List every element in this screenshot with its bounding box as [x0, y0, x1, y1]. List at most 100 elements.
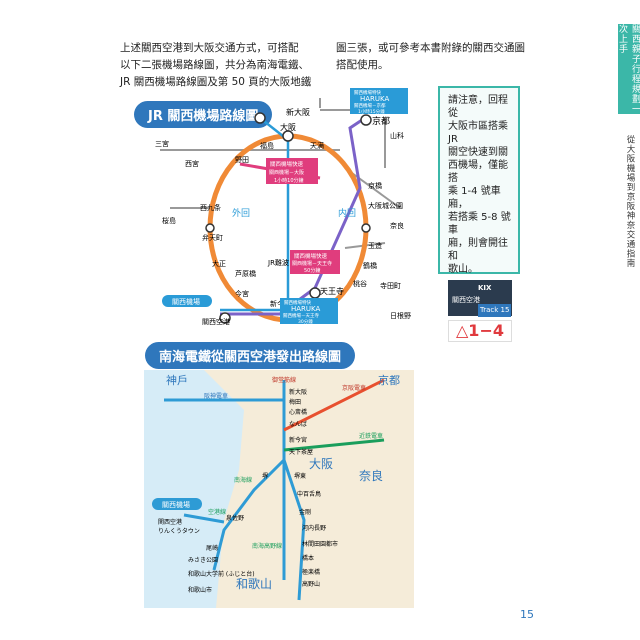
station-label: 山科: [390, 131, 404, 140]
line-label: 京阪電車: [342, 384, 366, 392]
line-label: 御堂筋線: [272, 376, 296, 384]
station-label: 河内長野: [302, 524, 326, 532]
station-label: 福島: [260, 141, 274, 150]
rapid-box-text: 關西機場快速: [270, 160, 304, 168]
station-label: 大阪: [280, 122, 296, 132]
station-label: 新今宮: [289, 436, 307, 444]
koya-line: [282, 459, 306, 601]
region-label: 京都: [378, 373, 400, 387]
station-label: 高野山: [302, 580, 320, 588]
note-line: 關空快速到關: [448, 147, 508, 158]
haruka-line: [220, 116, 366, 316]
station-label: 大阪城公園: [368, 201, 403, 210]
intro-text-right: 圖三張，或可參考本書附錄的關西交通圖 搭配使用。: [336, 40, 536, 74]
region-label: 和歌山: [236, 576, 272, 591]
station-label: 心斎橋: [289, 408, 307, 416]
airport-line: [183, 513, 225, 524]
haruka-box: [280, 298, 338, 324]
haruka-box-text: 30分鐘: [298, 318, 313, 325]
keihan-line: [283, 378, 385, 432]
intro-line: 圖三張，或可參考本書附錄的關西交通圖: [336, 42, 525, 54]
station-label: りんくうタウン: [158, 527, 200, 535]
station-label: 玉造: [368, 241, 382, 250]
loop-direction-label: 内回: [338, 207, 356, 219]
station-label: 野田: [235, 156, 249, 164]
station-label: 桜島: [162, 216, 176, 225]
intro-line: 以下二張機場路線圖，共分為南海電鐵、: [120, 59, 309, 71]
station-label: 三宮: [155, 139, 169, 148]
station-marker: [254, 112, 266, 124]
haruka-box-text: 關西機場－天王寺: [283, 312, 319, 319]
station-label: 天满: [310, 141, 324, 150]
page-number: 15: [520, 608, 534, 621]
intro-line: JR 關西機場路線圖及第 50 頁的大阪地鐵: [120, 76, 312, 88]
station-marker: [205, 223, 215, 233]
station-label: 和歌山市: [188, 586, 212, 594]
rapid-box: [266, 158, 318, 184]
note-line: 西機場，僅能搭: [448, 160, 508, 184]
jr-map-title: JR 關西機場路線圖: [134, 101, 273, 128]
station-label: 泉佐野: [226, 514, 244, 522]
station-label: 關西空港: [202, 317, 230, 326]
station-label: 弁天町: [202, 233, 223, 242]
haruka-box-text: 關西機場特快: [354, 89, 381, 96]
line-label: 近鉄電車: [359, 432, 383, 440]
haruka-box-text: 1小時15分鐘: [358, 108, 385, 115]
haruka-box-text: HARUKA: [360, 95, 390, 103]
region-label: 大阪: [309, 457, 333, 471]
rapid-box-text: 關西機場－天王寺: [292, 260, 332, 267]
rapid-box-text: 50分鐘: [304, 267, 320, 274]
station-label: 関西空港: [158, 518, 182, 526]
chapter-tab[interactable]: 關西親子行程規劃一次上手: [617, 24, 640, 114]
station-label: 堺東: [294, 472, 306, 480]
airport-badge-text: 關西機場: [172, 297, 200, 306]
intro-text: 上述關西空港到大阪交通方式，可搭配 以下二張機場路線圖，共分為南海電鐵、 JR …: [120, 40, 520, 91]
nankai-map-title: 南海電鐵從關西空港發出路線圖: [145, 342, 356, 369]
intro-line: 搭配使用。: [336, 59, 389, 71]
station-label: 桃谷: [353, 279, 367, 288]
intro-line: 上述關西空港到大阪交通方式，可搭配: [120, 42, 299, 54]
station-label: 大正: [212, 259, 226, 268]
rapid-box-text: 關西機場快速: [294, 252, 328, 260]
station-label: 京都: [372, 115, 390, 127]
platform-sign-photo: KIX 關西空港 Track 15: [448, 280, 512, 317]
airport-badge: [152, 498, 202, 510]
station-label: 天下茶屋: [289, 448, 313, 456]
airport-badge: [162, 295, 212, 307]
loop-direction-label: 外回: [232, 207, 250, 219]
station-label: 梅田: [289, 398, 301, 406]
station-label: 中百舌鳥: [297, 490, 321, 498]
station-label: 和歌山大学前 (ふじと台): [188, 570, 255, 578]
rapid-box: [290, 250, 340, 274]
rapid-line: [220, 117, 290, 312]
region-label: 奈良: [359, 468, 383, 483]
station-label: JR難波: [267, 258, 289, 267]
station-label: 新大阪: [289, 388, 307, 396]
haruka-box-text: HARUKA: [291, 305, 321, 313]
station-label: 新大阪: [286, 107, 310, 117]
station-label: 堺: [262, 472, 268, 480]
line-label: 南海高野線: [252, 542, 282, 550]
kintetsu-line: [283, 438, 385, 452]
note-line: 大阪市區搭乘 JR: [448, 121, 508, 145]
station-marker: [360, 114, 372, 126]
line-label: 南海線: [234, 476, 252, 484]
chapter-subtitle: 從大阪機場到京阪神奈交通指南: [625, 135, 635, 268]
station-label: 芦原橋: [235, 269, 256, 278]
airport-badge-text: 關西機場: [162, 500, 190, 509]
station-label: 西宮: [185, 159, 199, 168]
note-line: 若搭乘 5-8 號車: [448, 212, 511, 236]
nankai-route-map: 神戶 京都 大阪 奈良 和歌山 御堂筋線 阪神電車 京阪電車 近鉄電車 南海線 …: [144, 370, 414, 608]
sign-airport: 關西空港: [452, 296, 480, 304]
station-marker: [282, 130, 294, 142]
station-label: 寺田町: [380, 282, 401, 290]
station-label: なんば: [289, 420, 307, 428]
note-line: 廂，則會開往和: [448, 238, 508, 262]
station-label: みさき公園: [188, 557, 218, 564]
station-label: 奈良: [390, 221, 404, 230]
station-label: 天王寺: [320, 287, 344, 296]
haruka-box: [350, 88, 408, 114]
line-label: 空港線: [208, 508, 226, 516]
station-label: 金剛: [299, 508, 311, 516]
station-label: 京橋: [368, 181, 382, 190]
